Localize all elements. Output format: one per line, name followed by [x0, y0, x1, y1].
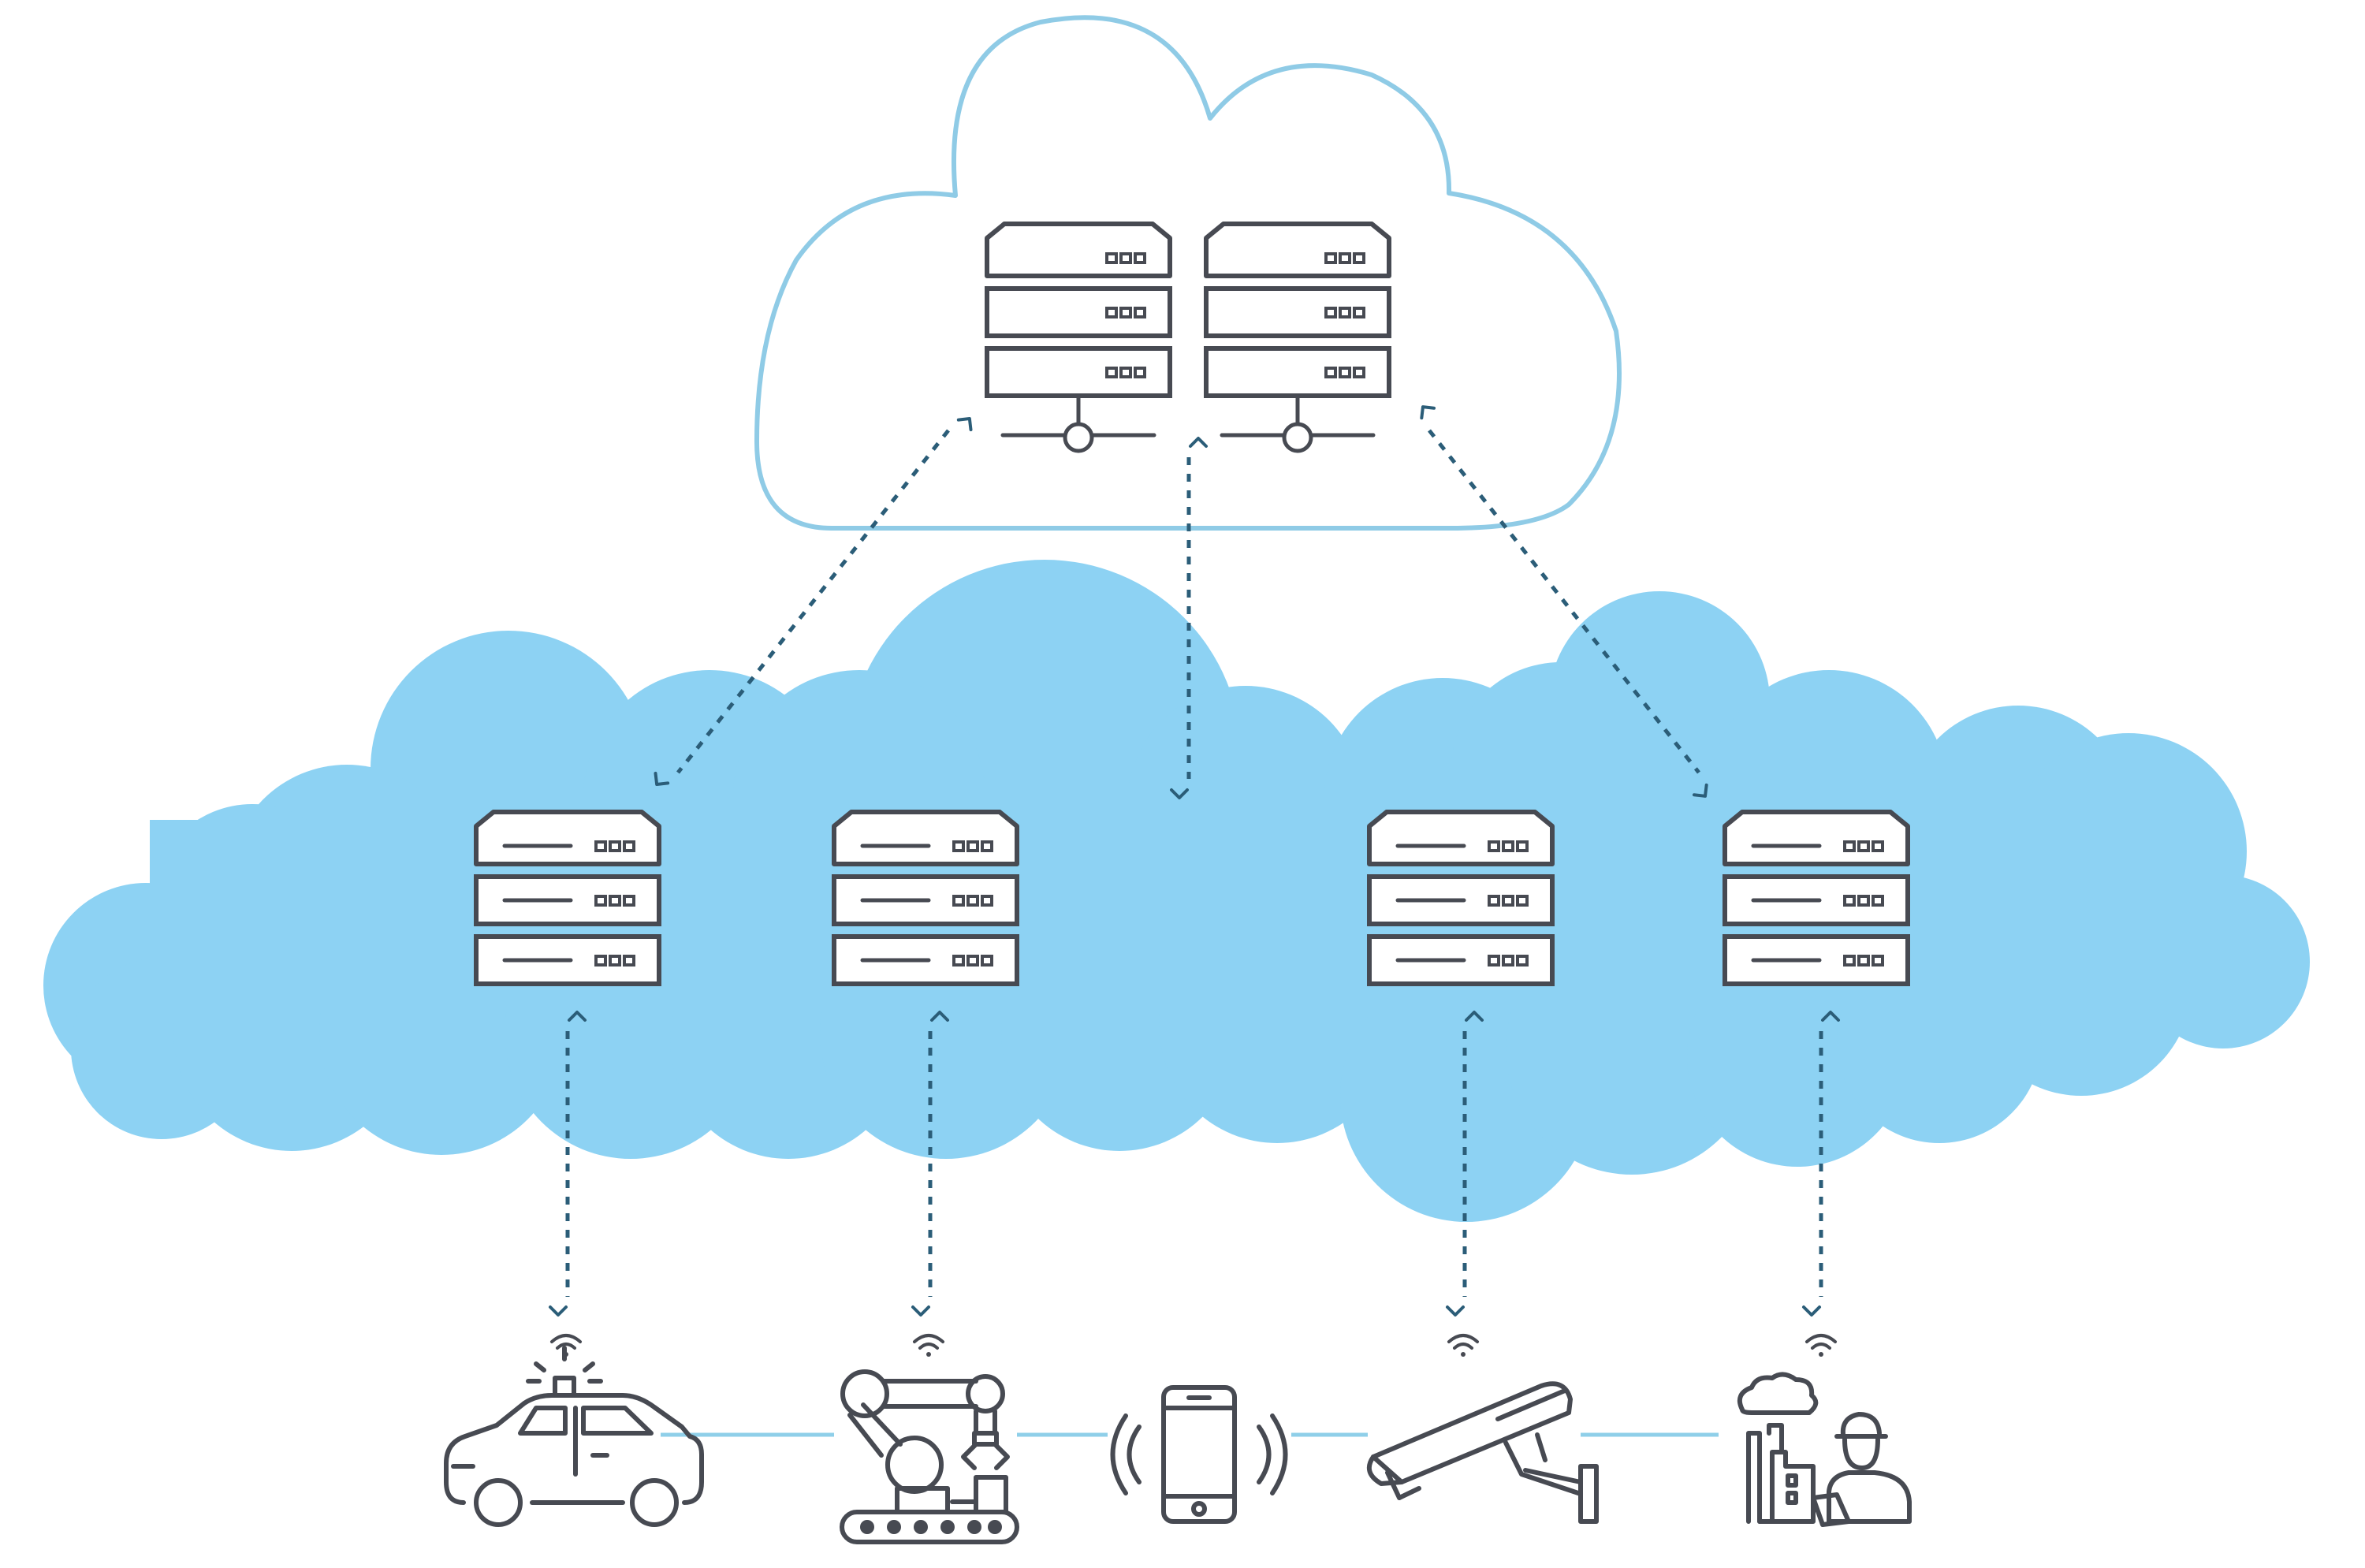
wifi-icon-camera — [1447, 1334, 1479, 1358]
wifi-icon-robot — [913, 1334, 944, 1358]
edge-server-4 — [1725, 812, 1908, 984]
edge-server-2 — [834, 812, 1017, 984]
police-car-icon — [444, 1346, 704, 1527]
central-server-1 — [987, 224, 1170, 453]
security-camera-icon — [1366, 1381, 1599, 1524]
arrow-edge-device-3 — [1446, 1011, 1484, 1317]
central-server-2 — [1206, 224, 1389, 453]
arrow-central-edge-3 — [1415, 400, 1713, 803]
factory-worker-icon — [1737, 1372, 1912, 1527]
arrow-edge-device-4 — [1802, 1011, 1840, 1317]
edge-server-1 — [476, 812, 659, 984]
edge-cloud — [43, 560, 2310, 1222]
edge-server-3 — [1369, 812, 1552, 984]
arrow-central-edge-1 — [649, 412, 978, 791]
central-cloud — [754, 15, 1622, 531]
robot-arm-icon — [840, 1369, 1019, 1544]
arrow-central-edge-2 — [1170, 437, 1208, 799]
smartphone-icon — [1110, 1385, 1288, 1524]
arrow-edge-device-1 — [549, 1011, 587, 1317]
wifi-icon-worker — [1805, 1334, 1837, 1358]
arrow-edge-device-2 — [911, 1011, 949, 1317]
